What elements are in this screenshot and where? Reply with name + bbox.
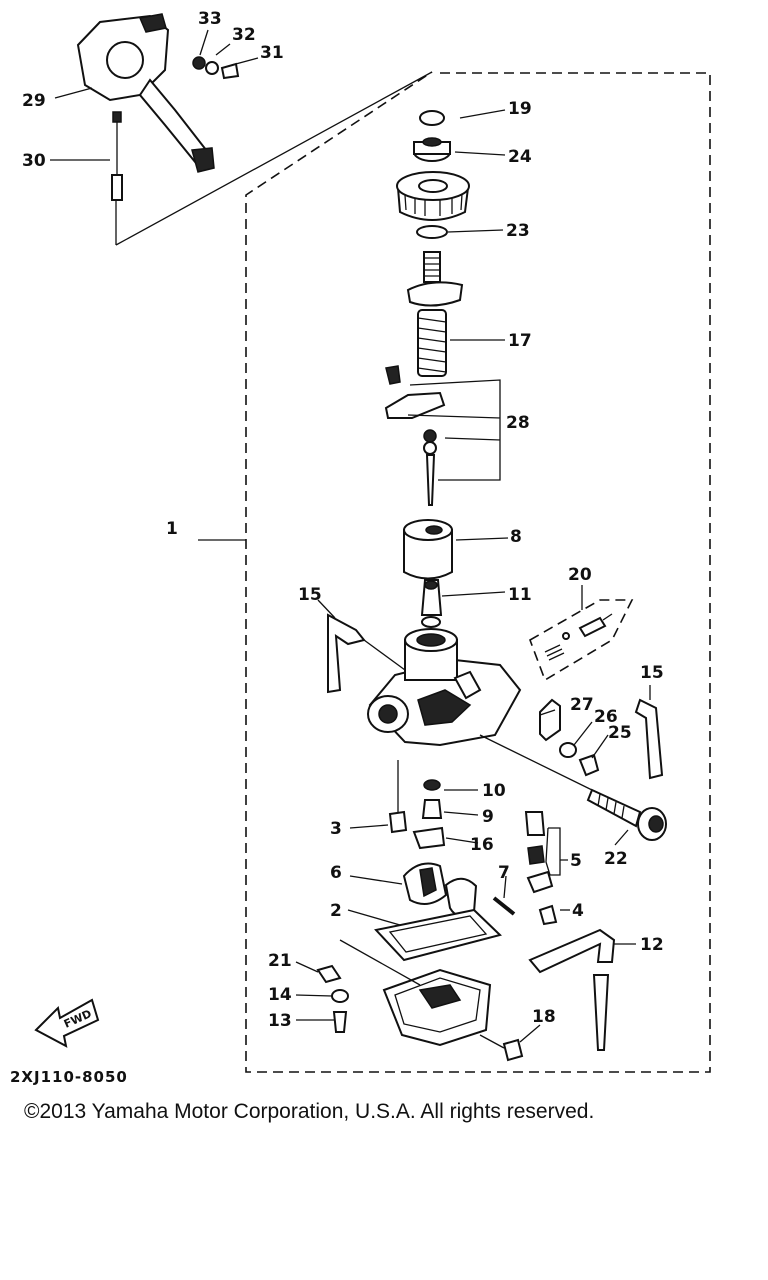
callout-19: 19 (508, 99, 532, 119)
part-5-float-valve (524, 811, 554, 894)
callout-7: 7 (498, 863, 510, 883)
part-4-plug (538, 904, 558, 926)
part-26-washer (559, 742, 577, 758)
callout-23: 23 (506, 221, 530, 241)
part-15-right-tube (634, 698, 664, 780)
fwd-direction-arrow: FWD (34, 998, 100, 1048)
part-8-throttle-valve (403, 519, 453, 580)
part-18-drain-screw (502, 1038, 524, 1062)
callout-32: 32 (232, 25, 256, 45)
leader-lines (50, 29, 651, 1043)
part-2-gasket (374, 908, 502, 962)
part-13-screw (332, 1011, 348, 1033)
part-15-left-tube (327, 613, 366, 694)
part-10-washer (423, 779, 441, 791)
carburetor-body (367, 628, 522, 747)
part-28-needle-set (384, 365, 446, 506)
part-17-spring (417, 309, 447, 377)
exploded-parts-diagram: 33 32 31 29 30 19 24 23 17 28 1 8 20 15 … (22, 9, 711, 1073)
callout-28: 28 (506, 413, 530, 433)
part-24-cap-nut (413, 137, 451, 162)
part-21-clamp (316, 964, 342, 984)
drawing-code: 2XJ110-8050 (10, 1068, 128, 1086)
part-14-washer (331, 989, 349, 1003)
callout-25: 25 (608, 723, 632, 743)
callout-31: 31 (260, 43, 284, 63)
callout-4: 4 (572, 901, 584, 921)
part-25-screw (578, 753, 600, 777)
callout-17: 17 (508, 331, 532, 351)
part-3-pilot-jet (388, 810, 408, 834)
screw-axis-line (479, 734, 593, 791)
callout-33: 33 (198, 9, 222, 29)
part-20-pilot-screw-set (529, 599, 634, 682)
callout-11: 11 (508, 585, 532, 605)
callout-5: 5 (570, 851, 582, 871)
part-16-plate (412, 826, 446, 850)
bowl-link-18 (479, 1034, 505, 1049)
callout-29: 29 (22, 91, 46, 111)
part-27-bracket (539, 698, 561, 742)
assembly-boundary-link (115, 71, 433, 246)
part-29-cable-housing (76, 13, 215, 173)
callout-27: 27 (570, 695, 594, 715)
parts-31-33-fasteners (192, 56, 240, 80)
callout-21: 21 (268, 951, 292, 971)
assembly-boundary (245, 71, 711, 1073)
callout-6: 6 (330, 863, 342, 883)
callout-15-right: 15 (640, 663, 664, 683)
mixing-chamber-top (396, 171, 470, 221)
callout-16: 16 (470, 835, 494, 855)
callout-8: 8 (510, 527, 522, 547)
callout-2: 2 (330, 901, 342, 921)
copyright-notice: ©2013 Yamaha Motor Corporation, U.S.A. A… (24, 1100, 595, 1123)
part-12-overflow-tube (528, 928, 616, 1051)
part-9-main-jet (421, 799, 443, 819)
cable-adjuster-plate (406, 251, 464, 307)
callout-3: 3 (330, 819, 342, 839)
callout-9: 9 (482, 807, 494, 827)
callout-12: 12 (640, 935, 664, 955)
callout-18: 18 (532, 1007, 556, 1027)
callout-24: 24 (508, 147, 532, 167)
bowl-link-2 (339, 939, 421, 986)
callout-1: 1 (166, 519, 178, 539)
part-19-washer (419, 110, 445, 126)
callout-20: 20 (568, 565, 592, 585)
part-7-float-pin (492, 896, 516, 916)
callout-10: 10 (482, 781, 506, 801)
part-23-o-ring (416, 225, 448, 239)
float-bowl (382, 968, 492, 1047)
callout-22: 22 (604, 849, 628, 869)
tube-link-left (363, 639, 406, 671)
callout-labels: 33 32 31 29 30 19 24 23 17 28 1 8 20 15 … (22, 9, 664, 1031)
part-11-needle-jet (420, 579, 443, 628)
callout-13: 13 (268, 1011, 292, 1031)
callout-15-left: 15 (298, 585, 322, 605)
callout-30: 30 (22, 151, 46, 171)
callout-26: 26 (594, 707, 618, 727)
part-30-cable-end (111, 111, 123, 201)
callout-14: 14 (268, 985, 292, 1005)
part-6-float (402, 862, 478, 918)
part-22-throttle-stop-screw (586, 788, 667, 841)
